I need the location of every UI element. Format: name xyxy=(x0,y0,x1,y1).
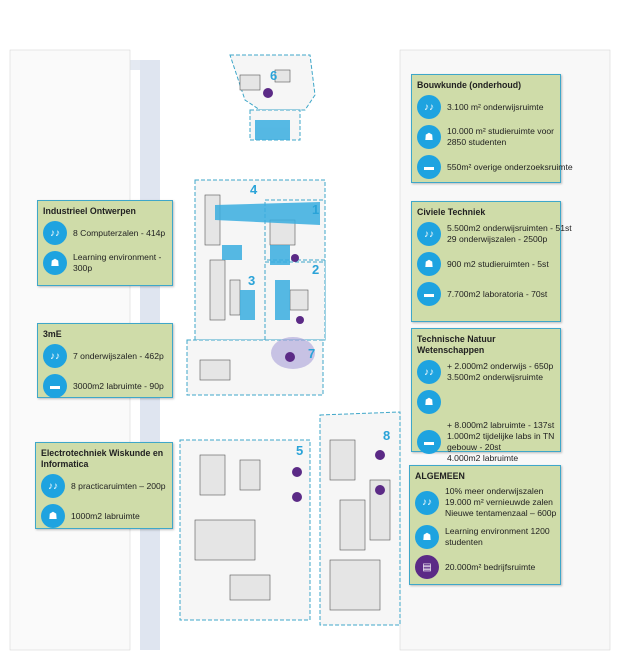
panel-3me: 3mE ♪♪ 7 onderwijszalen - 462p ▬ 3000m2 labr… xyxy=(37,323,173,398)
lab-icon: ▬ xyxy=(43,374,67,398)
study-icon: ☗ xyxy=(43,251,67,275)
panel-row: ☗ 900 m2 studieruimten - 5st xyxy=(417,252,555,276)
panel-row-text: Learning environment 1200 xyxy=(445,526,550,536)
panel-row-text: 29 onderwijszalen - 2500p xyxy=(447,234,548,244)
study-icon: ☗ xyxy=(415,525,439,549)
panel-row-text: 19.000 m² vernieuwde zalen xyxy=(445,497,553,507)
panel-title: Technische Natuur Wetenschappen xyxy=(417,334,496,355)
lab-icon: ▬ xyxy=(417,430,441,454)
panel-row: ♪♪ 3.100 m² onderwijsruimte xyxy=(417,95,555,119)
panel-row: ▬ 7.700m2 laboratoria - 70st xyxy=(417,282,555,306)
classroom-icon: ♪♪ xyxy=(417,95,441,119)
panel-row-text: 8 practicaruimten – 200p xyxy=(71,480,166,491)
panel-title: Industrieel Ontwerpen xyxy=(43,206,136,216)
panel-row-text: + 2.000m2 onderwijs - 650p xyxy=(447,361,554,371)
business-markers xyxy=(263,88,385,502)
panel-row-text: 300p xyxy=(73,263,93,273)
panel-row-text: gebouw - 20st xyxy=(447,442,501,452)
study-icon: ☗ xyxy=(417,252,441,276)
classroom-icon: ♪♪ xyxy=(43,344,67,368)
study-icon: ☗ xyxy=(417,125,441,149)
panel-row-text: + 8.000m2 labruimte - 137st xyxy=(447,420,555,430)
panel-row-text: studenten xyxy=(445,537,483,547)
panel-row-text: 2850 studenten xyxy=(447,137,507,147)
classroom-icon: ♪♪ xyxy=(43,221,67,245)
panel-row: ▬ 550m² overige onderzoeksruimte xyxy=(417,155,573,179)
panel-row-text: 3.100 m² onderwijsruimte xyxy=(447,101,544,112)
panel-row-text: 10.000 m² studieruimte voor xyxy=(447,126,554,136)
panel-row-text: 7.700m2 laboratoria - 70st xyxy=(447,288,548,299)
svg-text:4: 4 xyxy=(250,182,258,197)
panel-title: 3mE xyxy=(43,329,62,339)
panel-civiele-techniek: Civiele Techniek ♪♪ 5.500m2 onderwijsruimt… xyxy=(411,201,572,322)
panel-row-text: 10% meer onderwijszalen xyxy=(445,486,544,496)
panel-row: ☗ 1000m2 labruimte xyxy=(41,504,167,528)
panel-row-text: 1000m2 labruimte xyxy=(71,510,140,521)
panel-row-text: 4.000m2 labruimte xyxy=(447,453,519,463)
classroom-icon: ♪♪ xyxy=(41,474,65,498)
panel-title: Electrotechniek Wiskunde en Informatica xyxy=(41,448,164,469)
highlighted-buildings xyxy=(215,120,320,320)
svg-text:6: 6 xyxy=(270,68,277,83)
panel-row-text: 20.000m² bedrijfsruimte xyxy=(445,561,536,572)
panel-row-text: 8 Computerzalen - 414p xyxy=(73,227,166,238)
panel-row: ♪♪ 8 Computerzalen - 414p xyxy=(43,221,167,245)
study-icon: ☗ xyxy=(417,390,441,414)
panel-title: Civiele Techniek xyxy=(417,207,486,217)
study-icon: ☗ xyxy=(41,504,65,528)
classroom-icon: ♪♪ xyxy=(417,360,441,384)
panel-ewi: Electrotechniek Wiskunde en Informatica ♪… xyxy=(35,442,173,529)
panel-row-text: 5.500m2 onderwijsruimten - 51st xyxy=(447,223,572,233)
svg-text:1: 1 xyxy=(312,202,319,217)
panel-row-text: 3000m2 labruimte - 90p xyxy=(73,380,164,391)
panel-bouwkunde: Bouwkunde (onderhoud) ♪♪ 3.100 m² onderwij… xyxy=(411,74,573,183)
panel-industrieel-ontwerpen: Industrieel Ontwerpen ♪♪ 8 Computerzalen -… xyxy=(37,200,173,286)
panel-row-text: 3.500m2 onderwijsruimte xyxy=(447,372,544,382)
zone-numbers: 6 4 1 2 3 7 5 8 xyxy=(248,68,390,458)
classroom-icon: ♪♪ xyxy=(415,490,439,515)
panel-title: ALGEMEEN xyxy=(415,471,465,481)
lab-icon: ▬ xyxy=(417,155,441,179)
panel-row: ▬ 3000m2 labruimte - 90p xyxy=(43,374,167,398)
panel-row: ☗ Learning environment -300p xyxy=(43,251,167,275)
classroom-icon: ♪♪ xyxy=(417,222,441,246)
panel-title: Bouwkunde (onderhoud) xyxy=(417,80,522,90)
panel-row: ♪♪ 8 practicaruimten – 200p xyxy=(41,474,167,498)
panel-technische-natuur-wetenschappen: Technische Natuur Wetenschappen ♪♪ + 2.000… xyxy=(411,328,561,463)
svg-text:7: 7 xyxy=(308,346,315,361)
panel-row-text: 550m² overige onderzoeksruimte xyxy=(447,161,573,172)
business-icon: ▤ xyxy=(415,555,439,579)
panel-row-text: 900 m2 studieruimten - 5st xyxy=(447,258,549,269)
panel-row: ▤ 20.000m² bedrijfsruimte xyxy=(415,555,555,579)
svg-text:8: 8 xyxy=(383,428,390,443)
panel-row-text: 7 onderwijszalen - 462p xyxy=(73,350,164,361)
svg-text:5: 5 xyxy=(296,443,303,458)
panel-row-text: Learning environment - xyxy=(73,252,162,262)
svg-text:3: 3 xyxy=(248,273,255,288)
lab-icon: ▬ xyxy=(417,282,441,306)
panel-row-text: Nieuwe tentamenzaal – 600p xyxy=(445,508,557,518)
panel-row-text: 1.000m2 tijdelijke labs in TN xyxy=(447,431,555,441)
panel-row: ☗ xyxy=(417,390,555,414)
panel-row: ♪♪ 7 onderwijszalen - 462p xyxy=(43,344,167,368)
svg-text:2: 2 xyxy=(312,262,319,277)
